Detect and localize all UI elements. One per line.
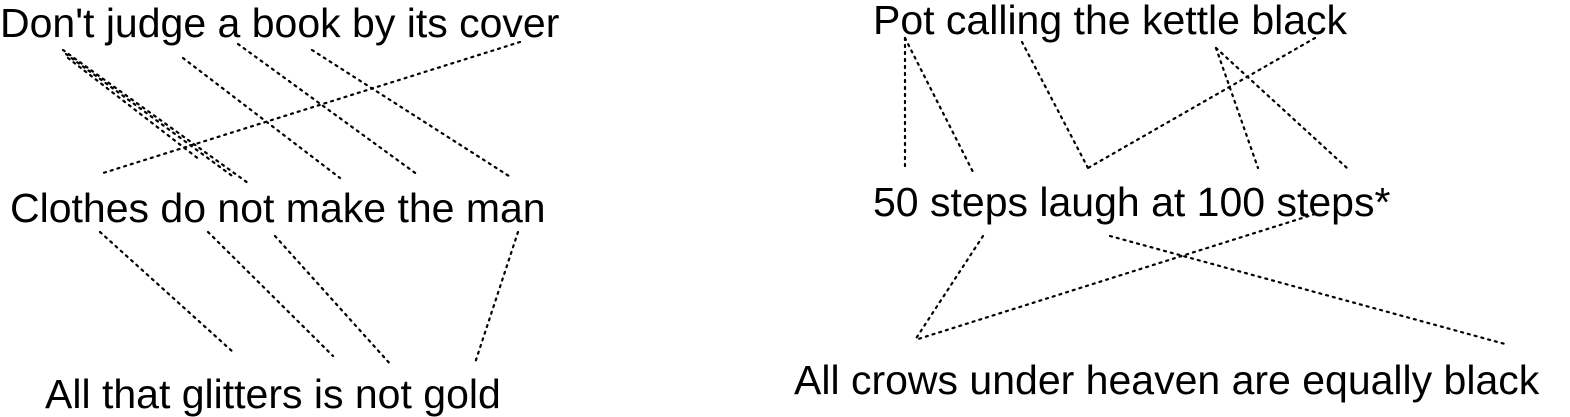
right-bottom-phrase: All crows under heaven are equally black [794, 357, 1540, 403]
connector-line [913, 234, 985, 342]
connector-line [473, 230, 520, 365]
connector-line [66, 56, 202, 162]
connector-line [1108, 234, 1507, 346]
right-top-phrase: Pot calling the kettle black [873, 0, 1348, 43]
connector-line [64, 52, 237, 180]
connector-line [206, 230, 335, 358]
connector-line [1020, 40, 1090, 170]
connector-line [98, 40, 522, 176]
connector-line [903, 36, 975, 174]
connector-line [1214, 46, 1349, 170]
connector-line [61, 48, 250, 185]
connector-line [98, 230, 235, 354]
left-top-phrase: Don't judge a book by its cover [0, 0, 560, 46]
connector-line [1214, 46, 1260, 170]
connector-line [913, 212, 1317, 342]
left-middle-phrase: Clothes do not make the man [10, 185, 546, 231]
connector-line [310, 48, 514, 180]
connector-line [1086, 36, 1317, 170]
connector-line [236, 42, 420, 177]
left-bottom-phrase: All that glitters is not gold [45, 371, 501, 417]
connector-line [181, 56, 342, 180]
right-middle-phrase: 50 steps laugh at 100 steps* [873, 179, 1391, 225]
connector-line [273, 234, 394, 368]
